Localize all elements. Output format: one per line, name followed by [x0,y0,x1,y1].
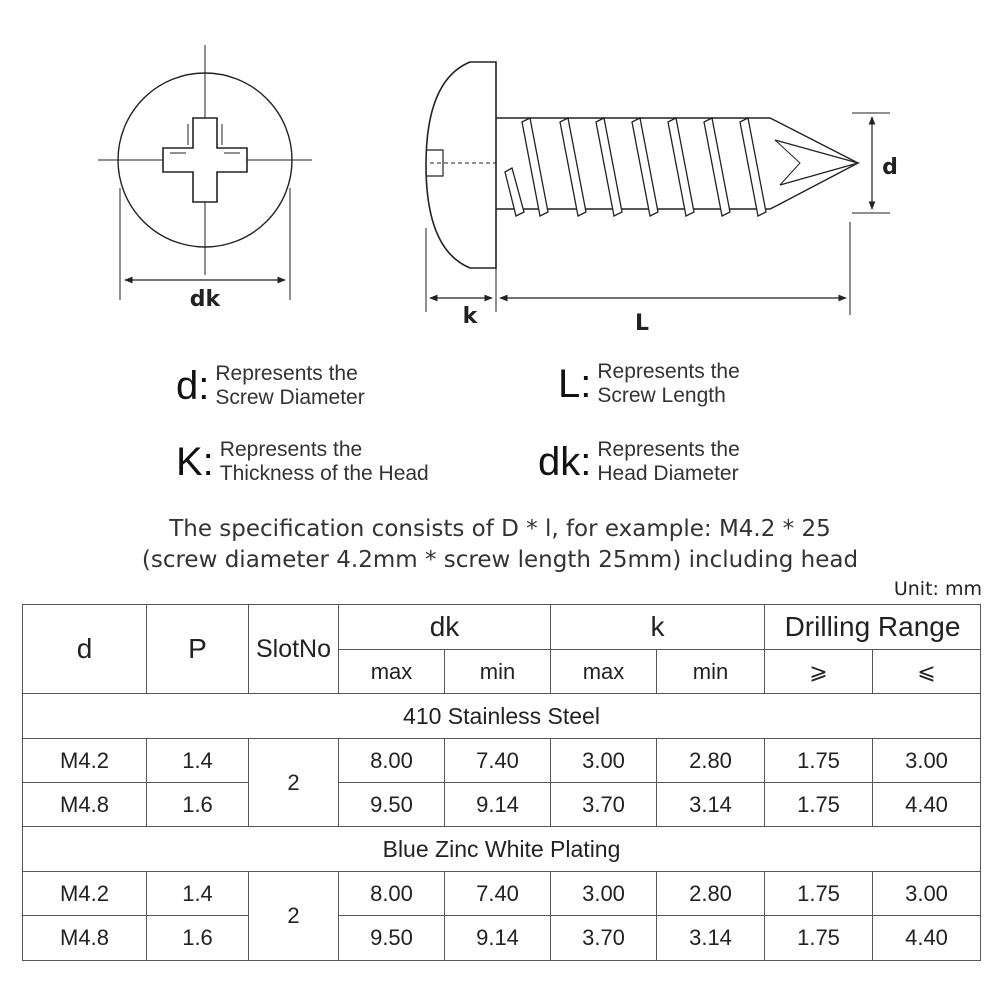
header-drill-le: ⩽ [872,649,982,694]
cell-d: M4.2 [22,871,147,916]
cell-drill-ge: 1.75 [764,782,874,827]
cell-p: 1.6 [146,915,249,961]
legend-symbol: dk: [538,440,592,484]
header-slot: SlotNo [248,604,339,694]
screw-head-top-view [98,45,312,300]
legend-symbol: d: [176,364,210,408]
cell-d: M4.8 [22,782,147,827]
cell-dk-min: 9.14 [443,782,552,827]
cell-k-max: 3.00 [550,871,658,916]
spec-line-2: (screw diameter 4.2mm * screw length 25m… [141,547,859,573]
section-title: Blue Zinc White Plating [21,826,982,872]
header-p: P [146,604,249,694]
cell-slot: 2 [248,871,339,961]
label-dk: dk [190,287,222,312]
cell-k-min: 3.14 [656,915,766,961]
table-row: M4.2 1.4 2 8.00 7.40 3.00 2.80 1.75 3.00 [22,738,982,827]
legend-symbol: K: [176,440,214,484]
screw-technical-drawing: dk k L d [98,45,898,336]
header-dk: dk [337,604,552,650]
cell-k-min: 2.80 [656,738,766,783]
header-dk-min: min [443,649,552,694]
cell-drill-le: 4.40 [872,782,982,827]
unit-label: Unit: mm [893,578,982,600]
cell-dk-max: 9.50 [338,782,445,827]
section-title: 410 Stainless Steel [21,693,982,739]
cell-dk-max: 8.00 [338,871,445,916]
cell-d: M4.8 [22,915,147,961]
table-row: M4.8 1.6 9.50 9.14 3.70 3.14 1.75 4.40 [22,915,982,961]
screw-side-view [425,61,861,269]
cell-p: 1.4 [146,738,249,783]
cell-drill-ge: 1.75 [764,871,874,916]
label-L: L [635,311,649,336]
label-k: k [463,304,479,329]
cell-dk-min: 9.14 [443,915,552,961]
table-row: M4.2 1.4 2 8.00 7.40 3.00 2.80 1.75 3.00 [22,871,982,961]
header-drilling-range: Drilling Range [764,604,982,650]
cell-drill-ge: 1.75 [764,915,874,961]
cell-drill-ge: 1.75 [764,738,874,783]
cell-k-min: 2.80 [656,871,766,916]
cell-k-max: 3.00 [550,738,658,783]
legend-symbol: L: [558,362,592,406]
header-k-min: min [656,649,766,694]
spec-table: d P SlotNo dk k Drilling Range max min m… [21,604,982,961]
spec-line-1: The specification consists of D * l, for… [169,516,831,542]
cell-k-max: 3.70 [550,915,658,961]
header-k: k [550,604,766,650]
cell-drill-le: 3.00 [872,738,982,783]
cell-drill-le: 3.00 [872,871,982,916]
table-row: M4.8 1.6 9.50 9.14 3.70 3.14 1.75 4.40 [22,782,982,827]
cell-p: 1.6 [146,782,249,827]
cell-dk-max: 8.00 [338,738,445,783]
cell-dk-max: 9.50 [338,915,445,961]
cell-slot: 2 [248,738,339,827]
header-d: d [22,604,147,694]
cell-dk-min: 7.40 [443,738,552,783]
phillips-cross-recess [162,117,248,203]
header-k-max: max [550,649,658,694]
cell-d: M4.2 [22,738,147,783]
header-dk-max: max [338,649,445,694]
header-drill-ge: ⩾ [764,649,874,694]
cell-k-max: 3.70 [550,782,658,827]
cell-p: 1.4 [146,871,249,916]
cell-drill-le: 4.40 [872,915,982,961]
cell-k-min: 3.14 [656,782,766,827]
label-d: d [882,155,898,180]
cell-dk-min: 7.40 [443,871,552,916]
